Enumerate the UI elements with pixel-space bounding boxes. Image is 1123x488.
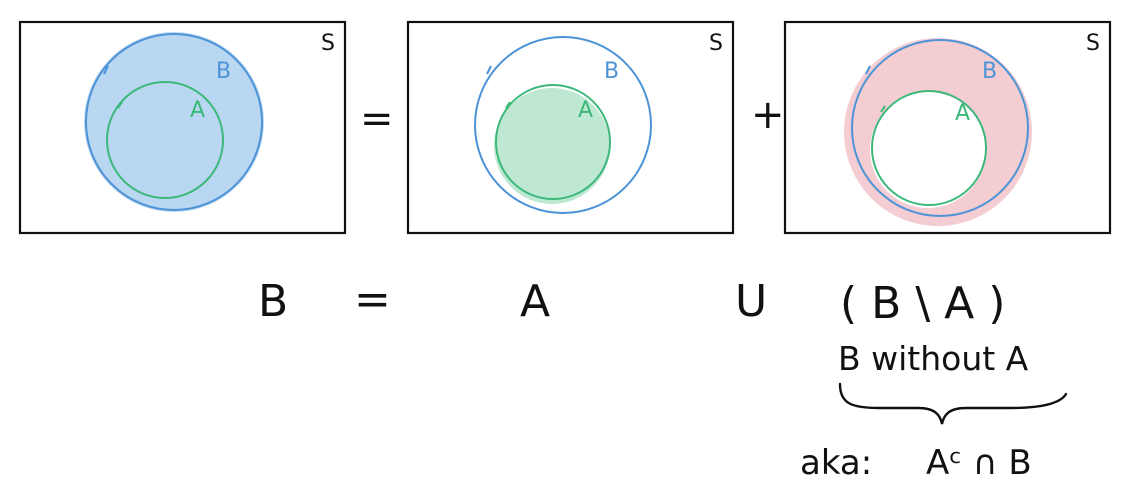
set-b-fill: [84, 32, 264, 212]
equation-term-a: A: [520, 276, 550, 327]
pen-tick: [880, 105, 886, 113]
curly-brace: [838, 382, 1068, 425]
plus-operator: +: [751, 92, 785, 138]
set-b-circle: [474, 36, 652, 214]
brace-note: B without A: [838, 339, 1029, 378]
set-a-circle: [495, 84, 611, 200]
pen-tick: [103, 65, 109, 75]
set-a-hole: [870, 92, 986, 208]
universe-box: [783, 20, 1112, 235]
equals-operator: =: [360, 96, 394, 142]
equation-equals: =: [354, 274, 391, 325]
pen-tick: [117, 101, 123, 109]
set-a-label: A: [955, 101, 970, 126]
equation-lhs: B: [258, 276, 288, 327]
set-b-label: B: [982, 59, 997, 84]
set-b-circle: [851, 39, 1029, 217]
set-b-circle: [85, 33, 263, 211]
aka-prefix: aka:: [800, 443, 872, 483]
set-b-label: B: [604, 59, 619, 84]
union-symbol: U: [735, 276, 767, 327]
universe-label: S: [321, 31, 335, 56]
set-a-label: A: [190, 98, 205, 123]
set-a-label: A: [578, 98, 593, 123]
panel-a: S B A: [406, 20, 735, 235]
aka-expression: Aᶜ ∩ B: [926, 443, 1032, 483]
set-equation: B = A U ( B \ A ): [258, 274, 1005, 329]
universe-label: S: [1086, 31, 1100, 56]
panel-b: S B A: [18, 20, 347, 235]
set-a-circle: [871, 90, 987, 206]
universe-box: [18, 20, 347, 235]
universe-box: [406, 20, 735, 235]
pen-tick: [505, 101, 511, 109]
set-a-fill: [494, 88, 610, 204]
panel-b-minus-a: S B A: [783, 20, 1112, 235]
pen-tick: [486, 65, 492, 75]
set-b-label: B: [216, 59, 231, 84]
universe-label: S: [709, 31, 723, 56]
set-a-circle: [106, 81, 224, 199]
pen-tick: [865, 65, 871, 75]
equation-term-difference: ( B \ A ): [840, 278, 1005, 329]
